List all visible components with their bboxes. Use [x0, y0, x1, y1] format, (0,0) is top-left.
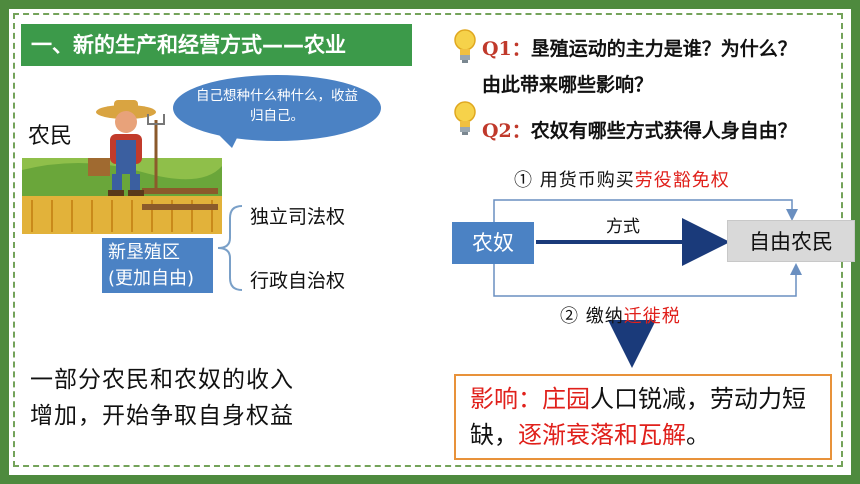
option-1-num: ①: [514, 170, 533, 191]
down-arrow-icon: [622, 344, 644, 354]
summary-line2: 增加，开始争取自身权益: [30, 403, 294, 429]
q2-label: Q2：: [482, 120, 531, 142]
peasant-label: 农民: [28, 124, 73, 149]
option-2-highlight: 迁徙税: [623, 306, 681, 327]
serf-box: 农奴: [452, 222, 534, 264]
option-2: ② 缴纳迁徙税: [560, 302, 681, 328]
summary-text: 一部分农民和农奴的收入 增加，开始争取自身权益: [30, 362, 370, 434]
brace: [217, 205, 243, 291]
option-1-highlight: 劳役豁免权: [634, 170, 730, 191]
impact-p3: 逐渐衰落和瓦解: [518, 421, 686, 449]
summary-line1: 一部分农民和农奴的收入: [30, 367, 294, 393]
right-judicial: 独立司法权: [250, 206, 346, 228]
new-land-line2: (更加自由): [108, 268, 195, 289]
question-2: Q2：农奴有哪些方式获得人身自由？: [482, 116, 797, 143]
question-1: Q1：垦殖运动的主力是谁？为什么？: [482, 34, 797, 61]
option-2-prefix: 缴纳: [585, 306, 624, 327]
option-2-num: ②: [560, 306, 579, 327]
speech-bubble: [173, 75, 381, 148]
section-title: 一、新的生产和经营方式——农业: [21, 24, 412, 66]
farmer-illustration: [22, 100, 222, 234]
new-land-line1: 新垦殖区: [108, 242, 180, 263]
lightbulb-icon: [454, 29, 476, 63]
flow-arrows: [493, 199, 802, 368]
lightbulb-icon: [454, 101, 476, 135]
speech-bubble-text: 自己想种什么种什么，收益归自己。: [196, 88, 358, 124]
new-land-box: 新垦殖区 (更加自由): [102, 238, 213, 293]
option-1-prefix: 用货币购买: [539, 170, 635, 191]
q1-label: Q1：: [482, 38, 531, 60]
option-1: ① 用货币购买劳役豁免权: [514, 166, 730, 192]
method-label: 方式: [606, 217, 640, 237]
q2-text: 农奴有哪些方式获得人身自由？: [530, 120, 797, 142]
impact-p2: 人口锐减，劳动力短缺，: [470, 385, 806, 449]
right-administrative: 行政自治权: [250, 270, 346, 292]
impact-box: 影响：庄园人口锐减，劳动力短缺，逐渐衰落和瓦解。: [454, 374, 832, 460]
impact-label: 影响：: [470, 385, 542, 413]
free-peasant-box: 自由农民: [727, 220, 855, 262]
impact-p4: 。: [686, 421, 710, 449]
q1-text: 垦殖运动的主力是谁？为什么？: [530, 38, 797, 60]
impact-p1: 庄园: [542, 385, 590, 413]
question-1-cont: 由此带来哪些影响？: [482, 74, 654, 96]
